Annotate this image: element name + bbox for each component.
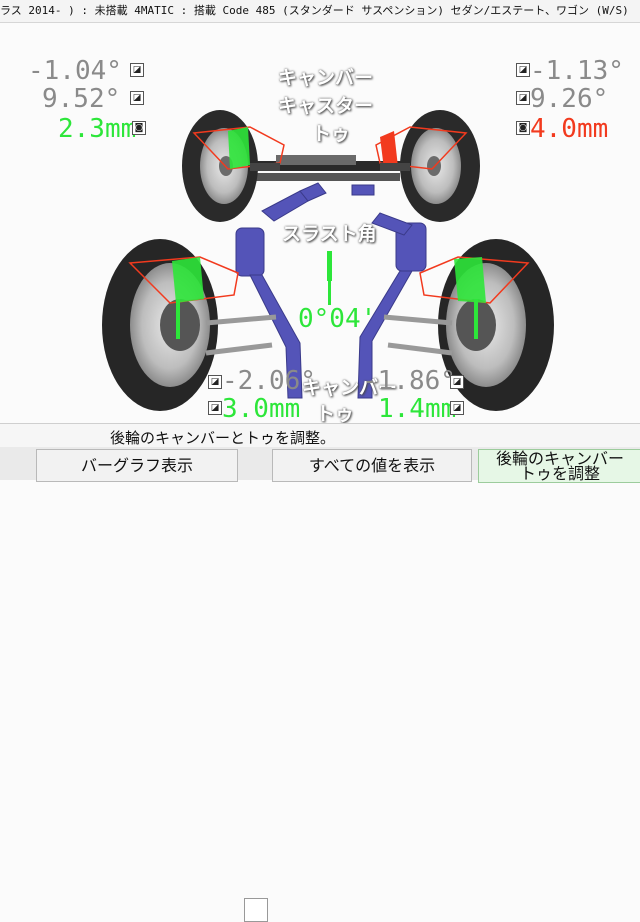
front-left-caster-edit-icon[interactable]: ◪ [130, 91, 144, 105]
bar-graph-button[interactable]: バーグラフ表示 [36, 449, 238, 482]
camber-label: キャンバー [278, 67, 374, 89]
front-right-wheel [375, 110, 480, 222]
button-bar: バーグラフ表示 すべての値を表示 後輪のキャンバー トゥを調整 [0, 447, 640, 922]
window-title: ラス 2014- ) : 未搭載 4MATIC : 搭載 Code 485 (ス… [0, 0, 640, 23]
caster-label: キャスター [278, 95, 374, 117]
front-left-toe: 2.3mm [58, 114, 137, 144]
front-right-caster-edit-icon[interactable]: ◪ [516, 91, 530, 105]
rear-adjust-line2: トゥを調整 [519, 464, 600, 483]
rear-right-camber: -1.86° [362, 366, 456, 396]
rear-left-toe: 3.0mm [222, 394, 301, 424]
window-toggle-icon[interactable] [244, 898, 268, 922]
front-left-toe-lock-icon[interactable]: ◙ [132, 121, 146, 135]
vehicle-spec-text: ラス 2014- ) : 未搭載 4MATIC : 搭載 Code 485 (ス… [0, 4, 629, 17]
front-right-camber: -1.13° [530, 56, 624, 86]
front-left-camber: -1.04° [28, 56, 122, 86]
front-right-caster: 9.26° [530, 84, 609, 114]
rear-camber-toe-adjust-button[interactable]: 後輪のキャンバー トゥを調整 [478, 449, 640, 483]
front-axle [230, 155, 420, 181]
rear-left-wheel [102, 239, 277, 411]
rear-right-toe: 1.4mm [378, 394, 457, 424]
rear-camber-label: キャンバー [302, 377, 398, 399]
suspension-diagram [102, 110, 554, 411]
rear-right-camber-edit-icon[interactable]: ◪ [450, 375, 464, 389]
show-all-values-button[interactable]: すべての値を表示 [272, 449, 472, 482]
rear-left-camber: -2.06° [222, 366, 316, 396]
rear-left-toe-edit-icon[interactable]: ◪ [208, 401, 222, 415]
front-left-caster: 9.52° [42, 84, 121, 114]
alignment-view: -1.04° ◪ 9.52° ◪ 2.3mm ◙ キャンバー キャスター トゥ … [0, 23, 640, 425]
exhaust-system [235, 182, 427, 399]
rear-adjust-line1: 後輪のキャンバー [495, 449, 624, 468]
rear-right-toe-edit-icon[interactable]: ◪ [450, 401, 464, 415]
front-right-camber-edit-icon[interactable]: ◪ [516, 63, 530, 77]
front-left-wheel [182, 110, 285, 222]
rear-right-wheel [383, 239, 554, 411]
status-bar: 後輪のキャンバーとトゥを調整。 [0, 423, 640, 448]
status-message: 後輪のキャンバーとトゥを調整。 [110, 429, 336, 447]
front-right-toe-lock-icon[interactable]: ◙ [516, 121, 530, 135]
front-left-camber-edit-icon[interactable]: ◪ [130, 63, 144, 77]
rear-toe-label: トゥ [316, 403, 355, 425]
front-right-toe: 4.0mm [530, 114, 609, 144]
toe-label: トゥ [312, 123, 351, 145]
thrust-angle-label: スラスト角 [282, 223, 377, 245]
thrust-indicator [327, 251, 332, 305]
thrust-angle-value: 0°04' [298, 304, 377, 334]
rear-left-camber-edit-icon[interactable]: ◪ [208, 375, 222, 389]
